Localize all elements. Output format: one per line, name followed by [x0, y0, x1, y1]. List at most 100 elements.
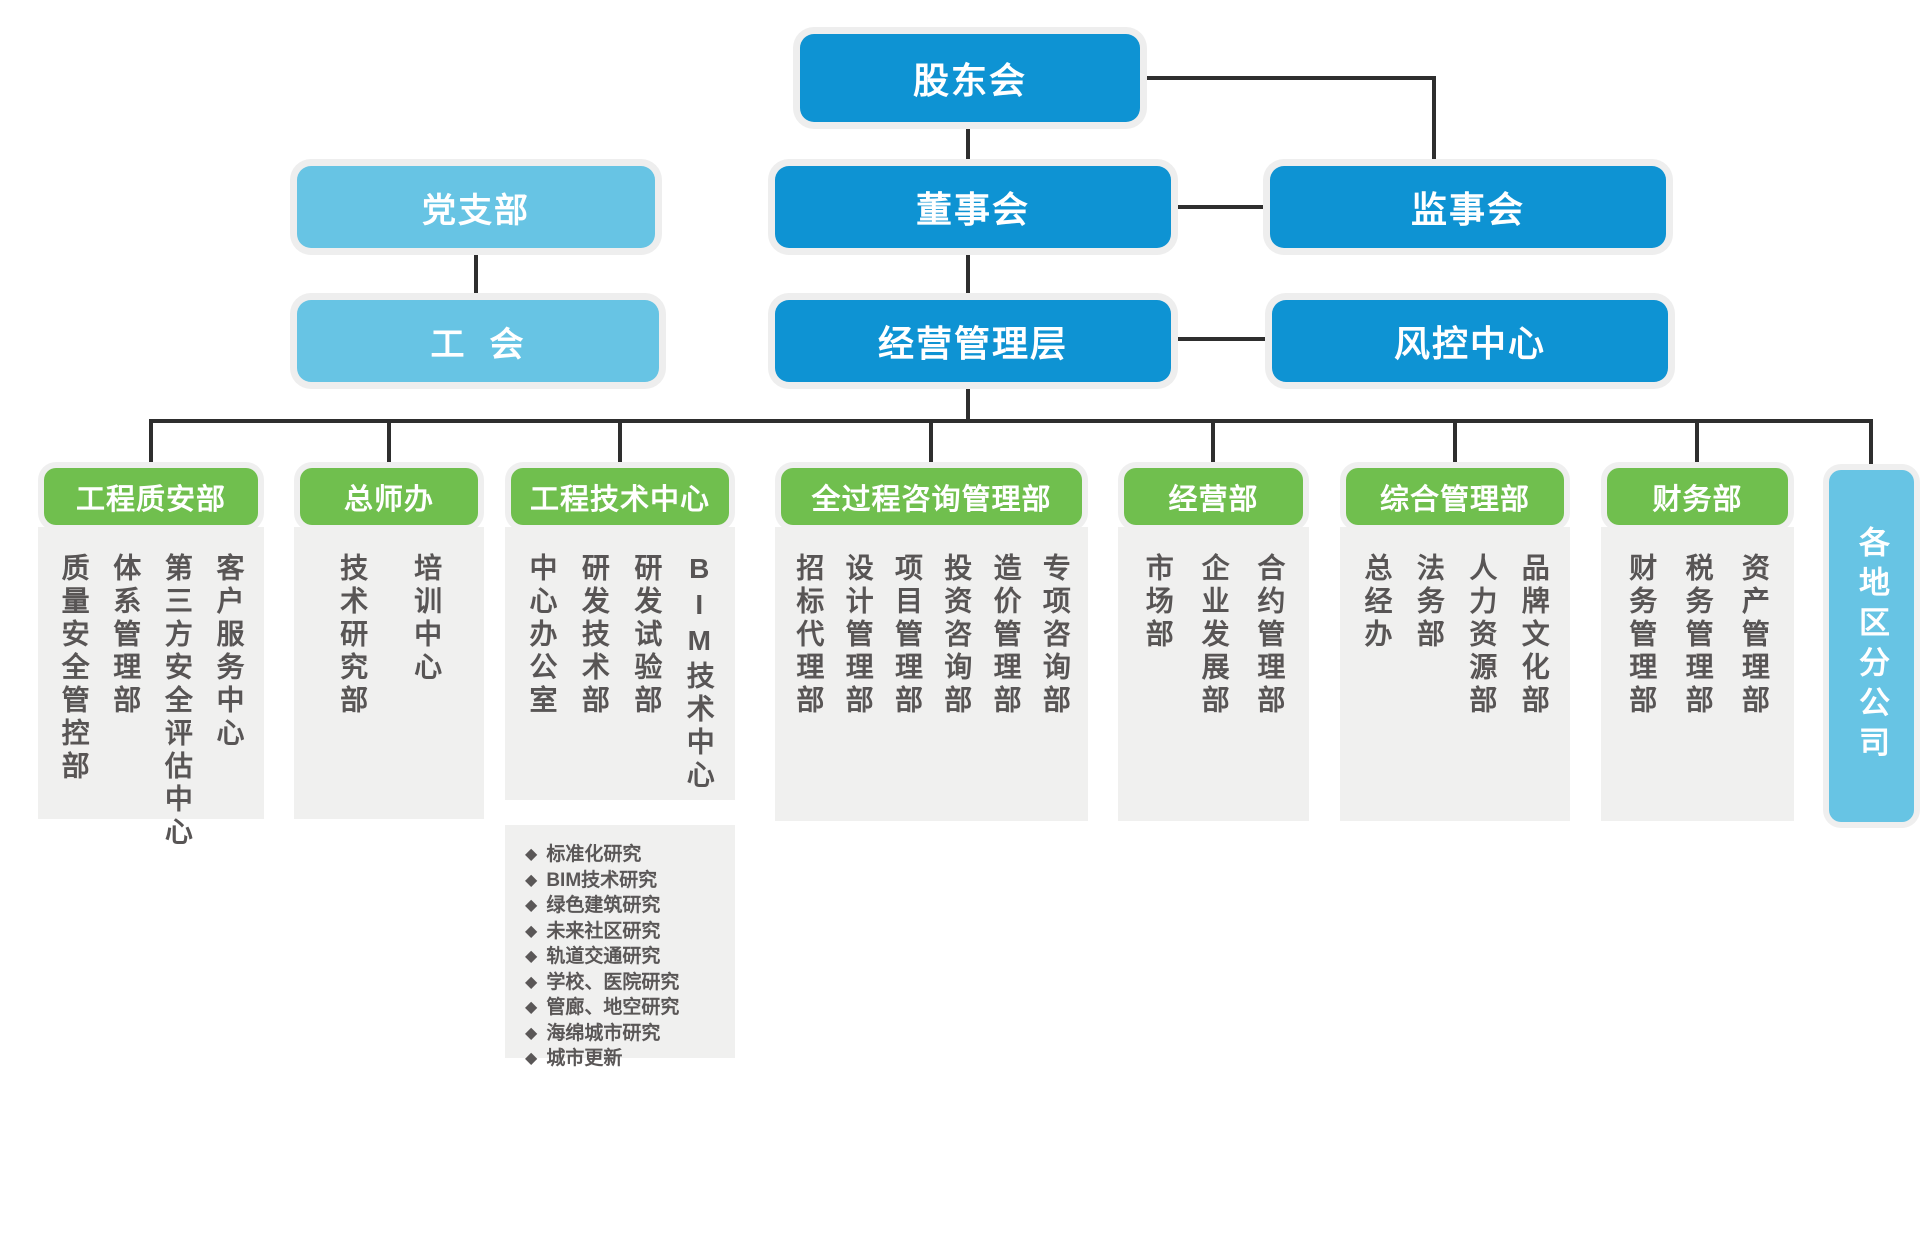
- dept-header-jingying: 经营部: [1124, 468, 1303, 525]
- connector-drop-3: [618, 421, 622, 470]
- sub-department: 税务管理部: [1682, 553, 1714, 718]
- connector-drop-6: [1453, 421, 1457, 470]
- dept-header-caiwu: 财务部: [1607, 468, 1788, 525]
- research-item: ◆ 未来社区研究: [525, 920, 727, 943]
- dept-panel-jingying: 市场部 企业发展部 合约管理部: [1118, 527, 1309, 821]
- sub-department: 招标代理部: [793, 553, 825, 718]
- board-box: 董事会: [775, 166, 1171, 248]
- diamond-bullet-icon: ◆: [525, 948, 538, 965]
- research-item: ◆ 海绵城市研究: [525, 1022, 727, 1045]
- connector-management-bus: [966, 380, 970, 423]
- dept-header-gongchengzhian: 工程质安部: [44, 468, 258, 525]
- dept-header-quanguocheng: 全过程咨询管理部: [781, 468, 1082, 525]
- risk-control-box: 风控中心: [1272, 300, 1668, 382]
- research-list: ◆ 标准化研究 ◆ BIM技术研究 ◆ 绿色建筑研究 ◆ 未来社区研究 ◆ 轨道…: [505, 825, 735, 1069]
- connector-drop-4: [929, 421, 933, 470]
- sub-department: 第三方安全评估中心: [161, 553, 193, 850]
- sub-department: 企业发展部: [1198, 553, 1230, 718]
- sub-department: 总经办: [1361, 553, 1393, 652]
- sub-department: 中心办公室: [526, 553, 558, 718]
- research-item: ◆ 城市更新: [525, 1047, 727, 1070]
- sub-department: 研发技术部: [578, 553, 610, 718]
- shareholders-box: 股东会: [800, 34, 1140, 122]
- sub-department: 合约管理部: [1254, 553, 1286, 718]
- sub-department: 财务管理部: [1626, 553, 1658, 718]
- management-box: 经营管理层: [775, 300, 1171, 382]
- sub-department: 质量安全管控部: [58, 553, 90, 784]
- labor-union-label: 工 会: [430, 325, 526, 364]
- supervisors-label: 监事会: [1410, 189, 1525, 230]
- research-item-label: 海绵城市研究: [546, 1022, 661, 1044]
- dept-panel-quanguocheng: 招标代理部 设计管理部 项目管理部 投资咨询部 造价管理部 专项咨询部: [775, 527, 1088, 821]
- dept-title: 财务部: [1652, 483, 1743, 516]
- diamond-bullet-icon: ◆: [525, 897, 538, 914]
- connector-management-risk: [1171, 337, 1272, 341]
- diamond-bullet-icon: ◆: [525, 1024, 538, 1042]
- research-item-label: 学校、医院研究: [546, 971, 680, 993]
- sub-department: 市场部: [1142, 553, 1174, 652]
- dept-panel-gongchengjishu: 中心办公室 研发技术部 研发试验部 BIM技术中心: [505, 527, 735, 800]
- sub-department: 项目管理部: [891, 553, 923, 718]
- dept-panel-gongchengzhian: 质量安全管控部 体系管理部 第三方安全评估中心 客户服务中心: [38, 527, 264, 850]
- connector-bus: [149, 419, 1873, 423]
- sub-department: 法务部: [1413, 553, 1445, 652]
- diamond-bullet-icon: ◆: [525, 922, 538, 940]
- dept-panel-zonghe: 总经办 法务部 人力资源部 品牌文化部: [1340, 527, 1570, 821]
- dept-title: 工程技术中心: [529, 483, 710, 516]
- branch-companies-box: 各地区分公司: [1829, 470, 1914, 822]
- sub-department: 专项咨询部: [1039, 553, 1071, 718]
- research-item: ◆ 标准化研究: [525, 843, 727, 866]
- sub-department: 造价管理部: [990, 553, 1022, 718]
- connector-drop-8: [1869, 421, 1873, 470]
- dept-title: 总师办: [343, 483, 434, 516]
- research-item: ◆ 管廊、地空研究: [525, 996, 727, 1019]
- risk-control-label: 风控中心: [1393, 323, 1546, 364]
- connector-shareholders-board: [966, 122, 970, 168]
- supervisors-box: 监事会: [1270, 166, 1666, 248]
- sub-department: 投资咨询部: [941, 553, 973, 718]
- connector-party-union: [474, 248, 478, 300]
- diamond-bullet-icon: ◆: [525, 999, 538, 1016]
- connector-drop-1: [149, 421, 153, 470]
- connector-drop-5: [1211, 421, 1215, 470]
- research-item-label: 绿色建筑研究: [546, 895, 661, 916]
- sub-department: 设计管理部: [842, 553, 874, 718]
- dept-header-gongchengjishu: 工程技术中心: [511, 468, 729, 525]
- research-item: ◆ 学校、医院研究: [525, 971, 727, 994]
- diamond-bullet-icon: ◆: [525, 871, 538, 889]
- connector-drop-7: [1695, 421, 1699, 470]
- sub-department: 研发试验部: [631, 553, 663, 718]
- sub-department: 客户服务中心: [213, 553, 245, 751]
- research-item: ◆ 绿色建筑研究: [525, 894, 727, 917]
- party-branch-box: 党支部: [297, 166, 655, 248]
- dept-title: 经营部: [1168, 483, 1259, 516]
- connector-board-supervisors: [1171, 205, 1270, 209]
- dept-title: 工程质安部: [75, 483, 226, 516]
- research-item-label: 管廊、地空研究: [546, 997, 680, 1018]
- labor-union-box: 工 会: [297, 300, 659, 382]
- board-label: 董事会: [915, 189, 1030, 230]
- sub-department: 体系管理部: [110, 553, 142, 718]
- sub-department: 人力资源部: [1466, 553, 1498, 718]
- research-item-label: 标准化研究: [546, 844, 642, 865]
- research-item-label: 轨道交通研究: [546, 946, 661, 967]
- research-item-label: BIM技术研究: [546, 869, 658, 891]
- connector-drop-2: [387, 421, 391, 470]
- diamond-bullet-icon: ◆: [525, 1050, 538, 1067]
- research-item: ◆ 轨道交通研究: [525, 945, 727, 968]
- research-item-label: 未来社区研究: [546, 920, 661, 942]
- dept-header-zonghe: 综合管理部: [1346, 468, 1564, 525]
- branch-companies-label: 各地区分公司: [1854, 526, 1889, 766]
- diamond-bullet-icon: ◆: [525, 973, 538, 991]
- connector-board-management: [966, 248, 970, 300]
- sub-department: BIM技术中心: [683, 553, 715, 793]
- research-item: ◆ BIM技术研究: [525, 869, 727, 892]
- shareholders-label: 股东会: [912, 60, 1027, 101]
- sub-department: 培训中心: [411, 553, 443, 685]
- dept-panel-caiwu: 财务管理部 税务管理部 资产管理部: [1601, 527, 1794, 821]
- party-branch-label: 党支部: [422, 191, 530, 230]
- sub-department: 资产管理部: [1738, 553, 1770, 718]
- connector-shareholders-supervisors-h: [1140, 76, 1436, 80]
- sub-department: 技术研究部: [337, 553, 369, 718]
